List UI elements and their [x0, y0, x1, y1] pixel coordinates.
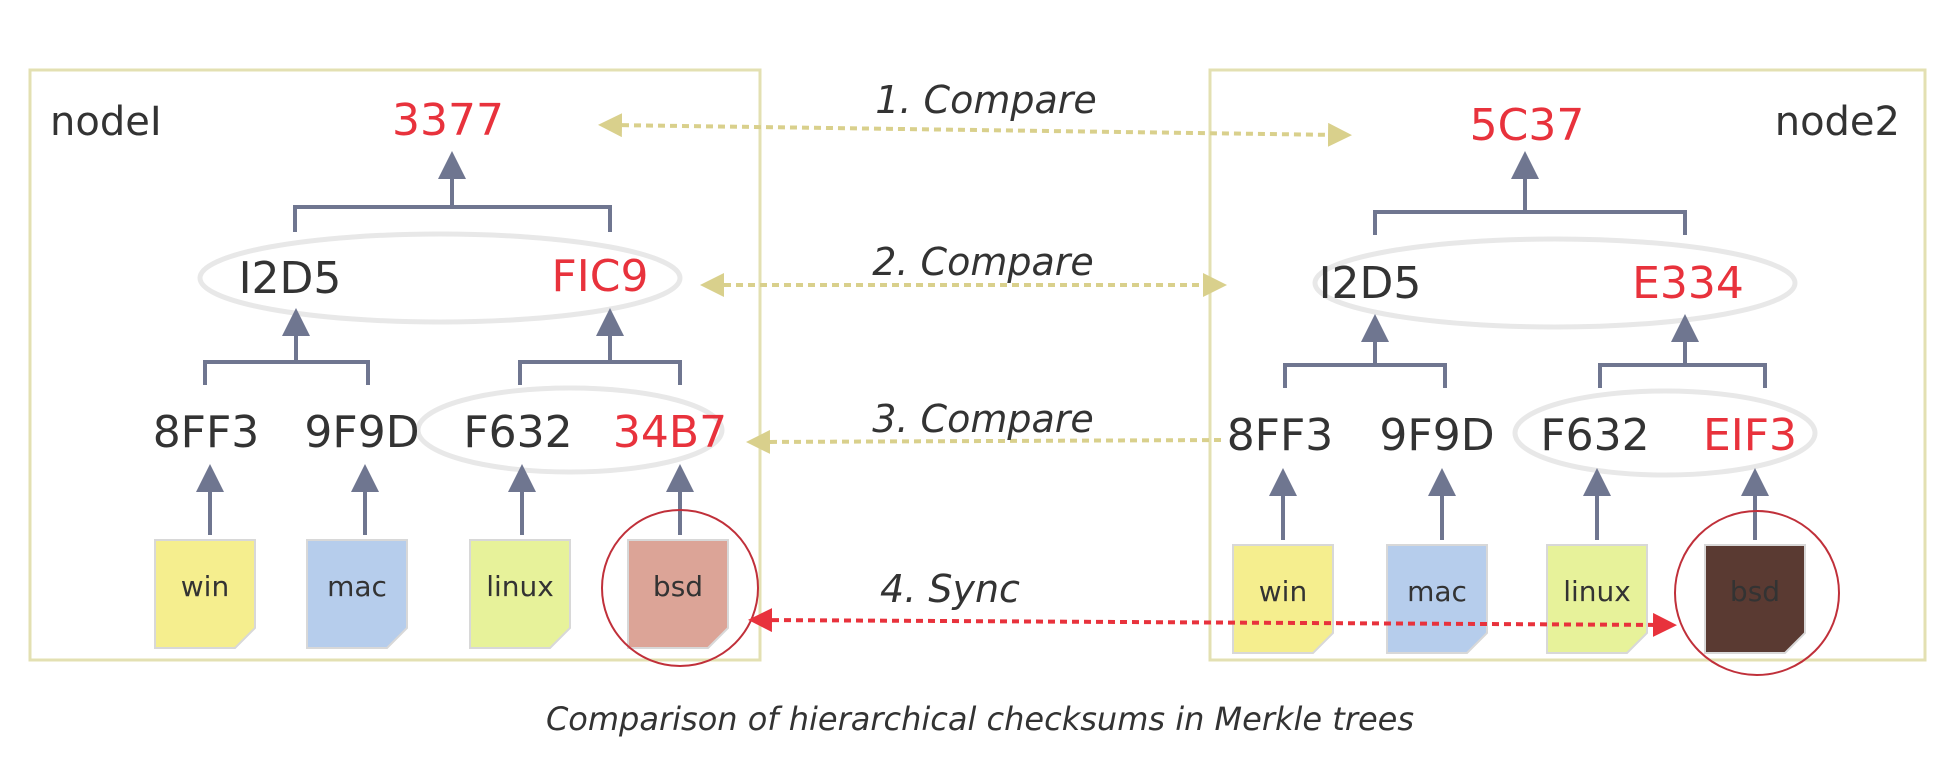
node1-root-bracket	[293, 165, 612, 232]
node1-file-win: win	[154, 539, 256, 649]
node1-file-linux-document-icon	[469, 539, 571, 649]
node2-file-bsd: bsd	[1704, 544, 1806, 654]
node2-file-mac: mac	[1386, 544, 1488, 654]
node2-file-mac-label: mac	[1407, 575, 1467, 608]
node2-label: node2	[1775, 99, 1900, 145]
node1-file-mac-document-icon	[306, 539, 408, 649]
compare-step-3-label: 3. Compare	[872, 397, 1094, 441]
node2-leaf-hash-mac: 9F9D	[1379, 410, 1494, 461]
node2-file-bsd-document-icon	[1704, 544, 1806, 654]
compare-step-2-label: 2. Compare	[872, 240, 1094, 284]
node2-level1-ring	[1312, 236, 1798, 330]
node2-file-bsd-label: bsd	[1730, 575, 1780, 608]
node1-file-win-label: win	[181, 570, 229, 603]
node2-leaf-hash-bsd: EIF3	[1703, 410, 1797, 461]
node2-root-bracket	[1373, 165, 1687, 235]
node1-leaf-pair-ring	[415, 385, 725, 475]
node1-level1-hash-right: FIC9	[551, 251, 648, 302]
node2-right-bracket	[1598, 328, 1767, 388]
node1-leaf-hash-bsd: 34B7	[613, 407, 727, 458]
node2-leaf-pair-ring	[1512, 388, 1818, 478]
node1-leaf-hash-mac: 9F9D	[304, 407, 419, 458]
node1-leaf-hash-linux: F632	[463, 407, 572, 458]
node1-file-win-document-icon	[154, 539, 256, 649]
node1-leaf-hash-win: 8FF3	[153, 407, 260, 458]
node1-label: nodeI	[50, 99, 162, 145]
merkle-diagram: nodeI node2 3377 I2D5 FIC9 8FF3 9F9D F63…	[28, 68, 1927, 676]
sync-arrow	[748, 608, 1677, 637]
node2-file-win: win	[1232, 544, 1334, 654]
compare-arrow-3	[746, 429, 1226, 454]
node1-left-bracket	[203, 322, 370, 385]
node1-file-linux: linux	[469, 539, 571, 649]
node1-root-hash: 3377	[392, 95, 504, 146]
node1-file-bsd-document-icon	[627, 539, 729, 649]
node2-left-bracket	[1283, 328, 1447, 388]
node2-file-win-label: win	[1259, 575, 1307, 608]
node2-level1-hash-left: I2D5	[1319, 258, 1422, 309]
node2-leaf-hash-linux: F632	[1540, 410, 1649, 461]
node1-bsd-diff-circle	[601, 509, 759, 667]
sync-step-label: 4. Sync	[880, 567, 1020, 611]
node2-level1-hash-right: E334	[1632, 258, 1744, 309]
node1-file-mac-label: mac	[327, 570, 387, 603]
node1-level1-hash-left: I2D5	[239, 253, 342, 304]
node2-file-linux-label: linux	[1563, 575, 1631, 608]
compare-arrow-1	[598, 113, 1352, 147]
compare-step-1-label: 1. Compare	[875, 78, 1097, 122]
node1-file-bsd-label: bsd	[653, 570, 703, 603]
node2-bsd-diff-circle	[1674, 510, 1840, 676]
node2-file-linux: linux	[1546, 544, 1648, 654]
node1-right-bracket	[518, 322, 682, 385]
diagram-caption: Comparison of hierarchical checksums in …	[545, 700, 1415, 738]
node1-file-bsd: bsd	[627, 539, 729, 649]
node2-root-hash: 5C37	[1470, 100, 1585, 151]
node1-level1-ring	[197, 231, 683, 325]
node1-file-linux-label: linux	[486, 570, 554, 603]
node2-leaf-hash-win: 8FF3	[1227, 410, 1334, 461]
node1-file-mac: mac	[306, 539, 408, 649]
